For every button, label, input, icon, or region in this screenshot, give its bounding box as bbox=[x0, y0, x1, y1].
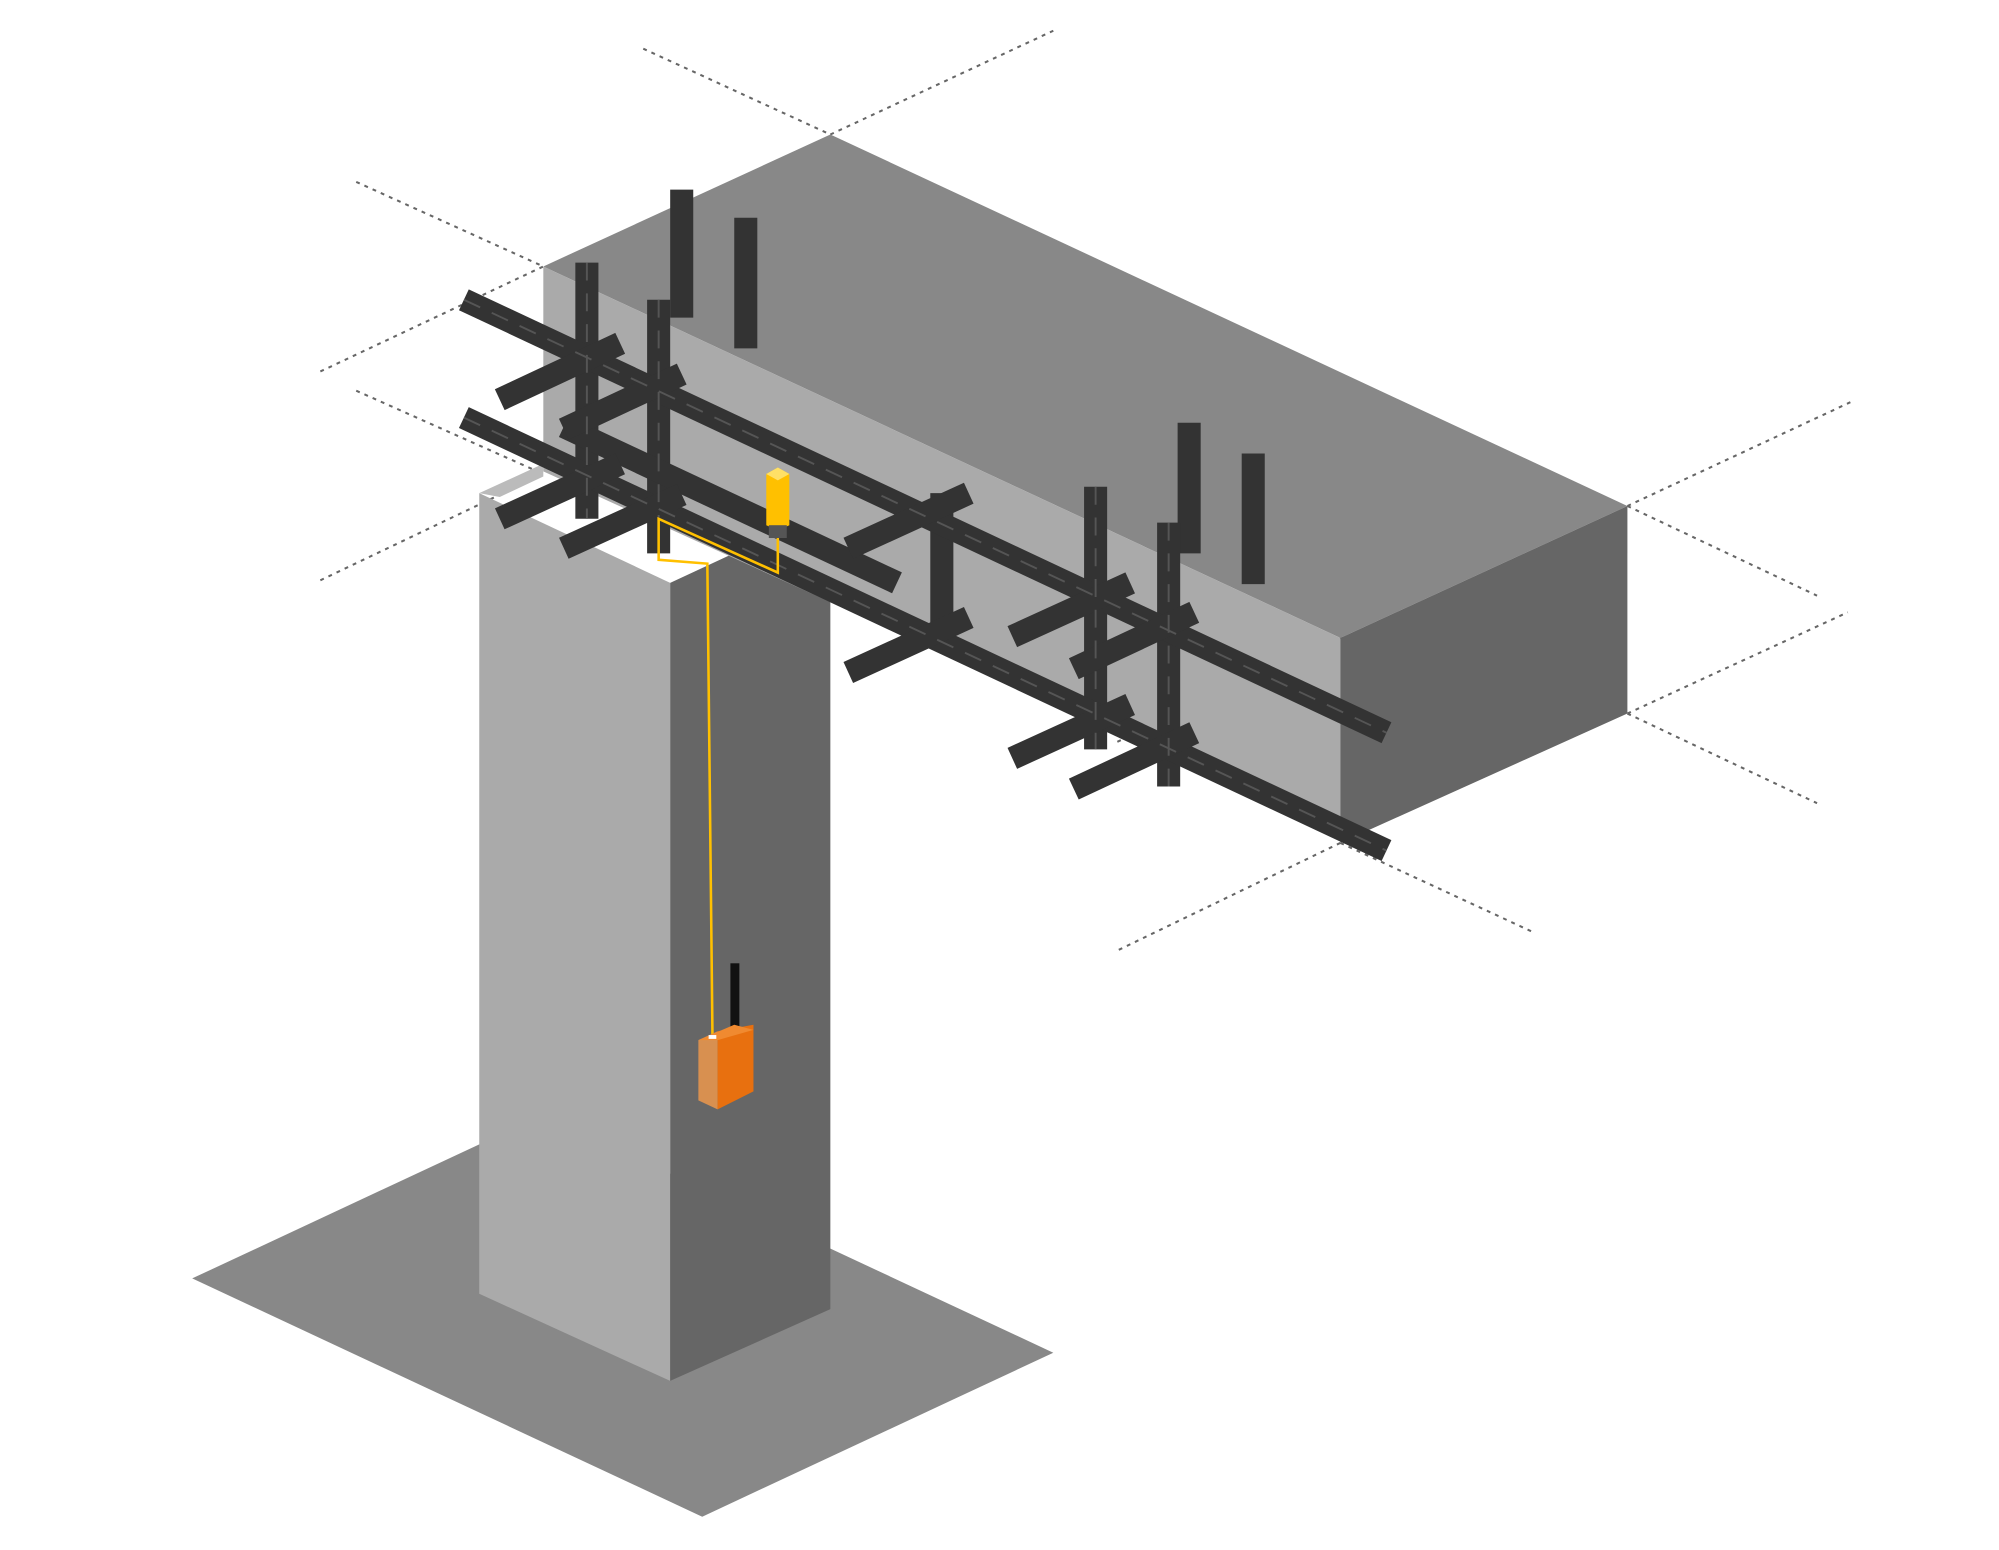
column-front-face bbox=[479, 493, 671, 1381]
column-side-face bbox=[670, 508, 831, 1381]
wireless-data-logger-icon bbox=[698, 963, 754, 1110]
beam-end-face bbox=[1340, 505, 1628, 843]
transverse-bar bbox=[559, 483, 687, 559]
rebar-cage bbox=[458, 189, 1392, 862]
transverse-bar bbox=[1007, 694, 1135, 769]
sensor-wire bbox=[657, 516, 780, 1036]
longitudinal-bar bbox=[558, 416, 902, 594]
transverse-bar bbox=[1068, 722, 1200, 800]
transverse-bar bbox=[558, 363, 687, 440]
transverse-bar bbox=[1007, 572, 1135, 648]
antenna-icon bbox=[730, 963, 740, 1033]
beam-top-face bbox=[543, 134, 1628, 638]
column-top-strip bbox=[479, 463, 544, 498]
transverse-bar bbox=[843, 606, 974, 684]
transverse-bar bbox=[494, 453, 626, 530]
transverse-bar bbox=[494, 332, 626, 411]
embedded-sensor-icon bbox=[766, 467, 790, 539]
transverse-bar bbox=[1068, 601, 1200, 680]
transverse-bar bbox=[843, 482, 974, 559]
